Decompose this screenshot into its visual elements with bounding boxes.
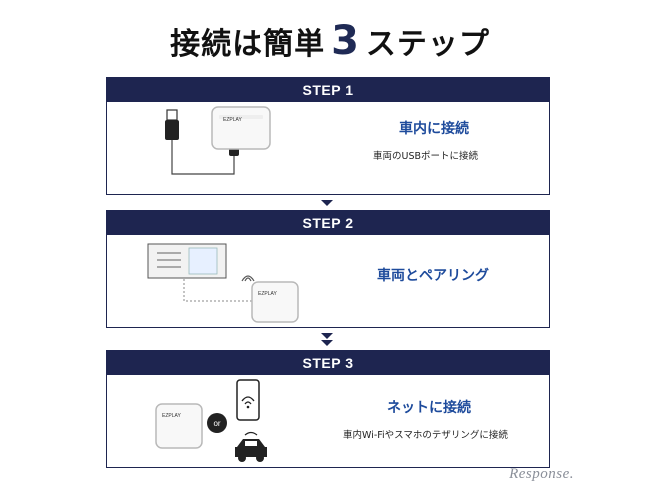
or-label: or xyxy=(213,419,220,428)
pairing-line-icon xyxy=(183,279,254,302)
step-1-header: STEP 1 xyxy=(107,78,549,102)
smartphone-icon xyxy=(236,379,260,421)
device-icon: EZPLAY xyxy=(211,106,271,150)
step-2-header: STEP 2 xyxy=(107,211,549,235)
step-2-heading: 車両とペアリング xyxy=(377,268,489,284)
or-badge: or xyxy=(207,413,227,433)
down-arrow-icon xyxy=(321,333,333,339)
step-1-heading: 車内に接続 xyxy=(399,121,469,137)
signal-icon xyxy=(241,275,255,282)
device-icon: EZPLAY xyxy=(155,403,203,449)
title-prefix: 接続は簡単 xyxy=(170,27,326,62)
device-brand-label: EZPLAY xyxy=(223,117,242,123)
car-icon xyxy=(235,431,267,462)
title-suffix: ステップ xyxy=(365,27,490,62)
device-icon: EZPLAY xyxy=(251,281,299,323)
title-number: 3 xyxy=(331,18,360,64)
device-brand-label: EZPLAY xyxy=(258,291,277,297)
car-display-icon xyxy=(147,243,227,279)
step-1-subtext: 車両のUSBポートに接続 xyxy=(373,151,479,162)
step-1-body: EZPLAY 車内に接続 車両のUSBポートに接続 xyxy=(107,102,549,194)
response-watermark: Response. xyxy=(509,466,574,482)
step-3-header: STEP 3 xyxy=(107,351,549,375)
down-arrow-icon xyxy=(321,340,333,346)
step-1-panel: STEP 1 EZPLAY 車内に接続 車両のUSBポートに接続 xyxy=(106,77,550,195)
step-3-subtext: 車内Wi-Fiやスマホのテザリングに接続 xyxy=(343,430,508,441)
step-3-body: EZPLAY or ネットに接続 車内Wi-Fiやスマホのテザリングに接続 xyxy=(107,375,549,467)
step-3-panel: STEP 3 EZPLAY or ネットに接続 車内Wi-Fiやスマホのテザリン… xyxy=(106,350,550,468)
step-2-body: EZPLAY 車両とペアリング xyxy=(107,235,549,327)
down-arrow-icon xyxy=(321,200,333,206)
step-3-heading: ネットに接続 xyxy=(387,400,471,416)
step-2-panel: STEP 2 EZPLAY 車両とペアリング xyxy=(106,210,550,328)
device-brand-label: EZPLAY xyxy=(162,413,181,419)
